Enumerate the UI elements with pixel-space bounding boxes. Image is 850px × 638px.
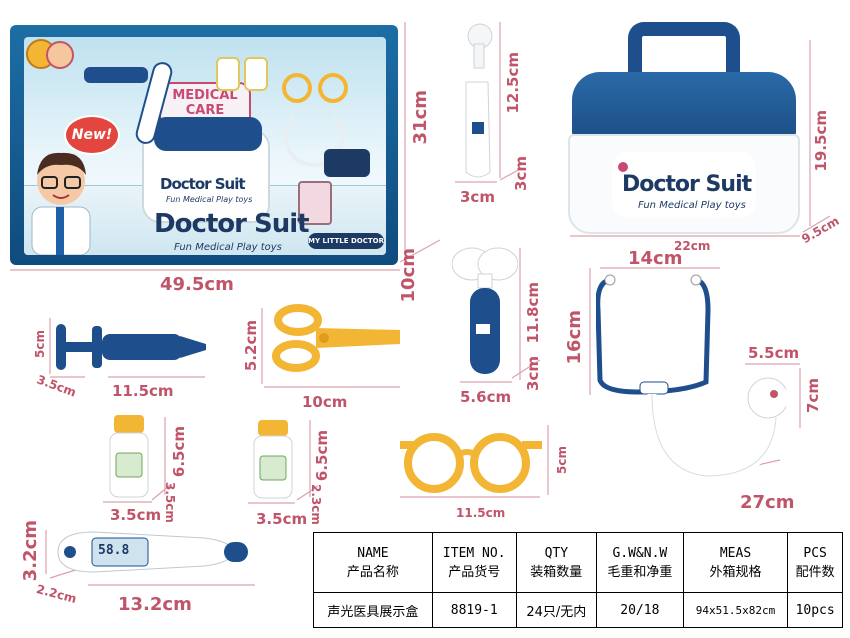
dim-thermo-depth: 2.2cm [34,581,78,607]
dim-box-depth: 10cm [398,248,419,303]
dim-bottle1-depth: 3.5cm [163,482,177,523]
stethoscope-toy [595,270,789,490]
cell-meas: 94x51.5x82cm [682,592,789,628]
bear-mascot-icon [46,41,74,69]
logo-text-top: MEDICAL [172,88,238,103]
dim-box-width: 49.5cm [160,274,234,295]
dim-hammer-height: 11.8cm [524,282,542,344]
dim-stetho-length: 27cm [740,492,795,513]
dim-bottle1-height: 6.5cm [170,426,188,478]
bottle-toy-icon [216,57,240,91]
box-window: New! MEDICAL CARE Doctor Suit Fun Medica… [24,37,386,255]
dim-stetho-head-width: 5.5cm [748,344,800,362]
dim-case-height: 19.5cm [812,110,830,172]
box-brand-tagline: Fun Medical Play toys [174,242,282,253]
dim-stetho-head-height: 7cm [804,378,822,413]
new-badge: New! [64,115,120,155]
thermometer-toy: 58.8 [54,528,250,576]
dim-stetho-top: 14cm [628,248,683,269]
dim-scissors-height: 5.2cm [242,320,260,372]
dropper-toy [458,22,498,182]
dim-dropper-height: 12.5cm [504,52,522,114]
doctor-case: Doctor Suit Fun Medical Play toys [568,22,800,234]
case-brand-small: Doctor Suit [160,175,246,193]
table-row: 声光医具展示盒 8819-1 24只/无内 20/18 94x51.5x82cm… [313,592,843,628]
dim-thermo-height: 3.2cm [20,520,41,582]
dim-box-height: 31cm [410,90,431,145]
thermometer-display: 58.8 [98,543,130,558]
case-label [612,152,756,218]
case-tagline-small: Fun Medical Play toys [166,195,253,204]
dim-dropper-depth: 3cm [512,156,530,191]
logo-text-bottom: CARE [185,103,225,118]
dim-syringe-height: 5cm [33,330,47,358]
dim-bottle2-width: 3.5cm [256,510,308,528]
glasses-toy-icon [282,73,312,103]
case-lid [572,72,796,138]
medicine-bottle-1 [104,415,154,500]
cell-weight: 20/18 [596,592,684,628]
dim-glasses-height: 5cm [555,446,569,474]
dim-thermo-width: 13.2cm [118,594,192,615]
dim-case-width: 22cm [674,239,711,253]
glasses-toy-icon [318,73,348,103]
dim-bottle2-height: 6.5cm [313,430,331,482]
header-item-no: ITEM NO.产品货号 [431,531,517,594]
case-handle [628,22,740,82]
dim-bottle1-width: 3.5cm [110,506,162,524]
cell-pcs: 10pcs [787,592,843,628]
dim-case-depth: 9.5cm [799,213,842,247]
medicine-bottle-2 [248,420,298,502]
stethoscope-toy-icon [284,107,344,167]
my-little-doctor-pill: MY LITTLE DOCTOR [308,233,384,249]
dim-syringe-width: 11.5cm [112,382,174,400]
product-box: New! MEDICAL CARE Doctor Suit Fun Medica… [10,25,398,265]
dim-syringe-depth: 3.5cm [34,372,79,400]
syringe-toy [56,320,206,374]
cell-name: 声光医具展示盒 [313,592,433,628]
toy-case-icon: Doctor Suit Fun Medical Play toys [142,117,270,223]
dim-hammer-depth: 3cm [524,356,542,391]
scissors-toy [272,300,402,376]
cell-item-no: 8819-1 [431,592,517,628]
dim-glasses-width: 11.5cm [456,506,506,520]
dim-stetho-height: 16cm [564,310,585,365]
box-brand-title: Doctor Suit [154,209,310,239]
dim-dropper-width: 3cm [460,188,495,206]
bottle-toy-icon [244,57,268,91]
doctor-character-icon [26,145,96,255]
heart-icon [618,162,628,172]
dim-scissors-width: 10cm [302,393,348,411]
case-brand: Doctor Suit [622,172,752,197]
cell-qty: 24只/无内 [515,592,598,628]
dim-bottle2-depth: 2.3cm [309,484,323,525]
case-tagline: Fun Medical Play toys [638,200,746,211]
dim-hammer-width: 5.6cm [460,388,512,406]
glasses-toy [398,425,548,495]
syringe-toy-icon [84,67,148,83]
clipboard-toy-icon [298,181,332,225]
sphygmomanometer-toy-icon [324,149,370,177]
reflex-hammer-toy [451,244,519,378]
